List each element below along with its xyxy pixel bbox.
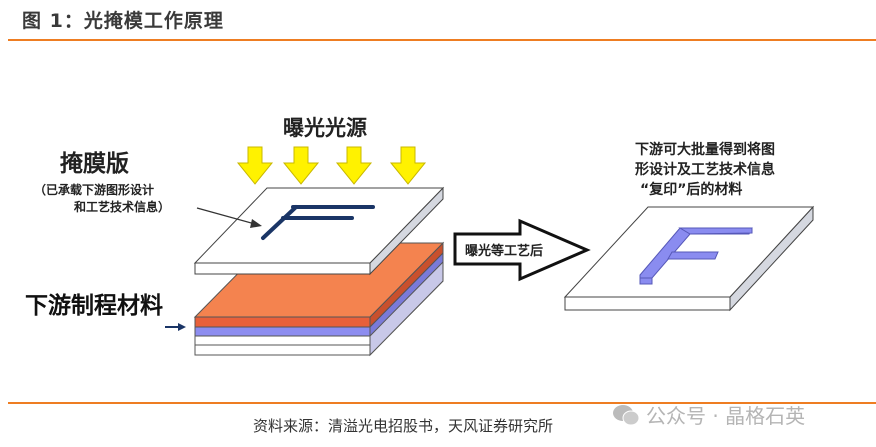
pointer-arrowhead-icon — [250, 219, 262, 228]
figure-title: 图 1：光掩模工作原理 — [22, 10, 224, 32]
mask-pointer-line — [196, 207, 256, 225]
mask-label: 掩膜版 — [60, 150, 129, 177]
result-text-line2: 形设计及工艺技术信息 — [635, 161, 775, 178]
mask-note-line2: 和工艺技术信息） — [73, 199, 170, 214]
watermark: 公众号 · 晶格石英 — [612, 400, 805, 429]
mask-f-pattern — [261, 205, 375, 240]
source-note: 资料来源：清溢光电招股书，天风证券研究所 — [253, 417, 554, 435]
down-arrow-icon — [389, 146, 427, 185]
watermark-text: 公众号 · 晶格石英 — [646, 404, 806, 428]
bottom-divider — [8, 402, 876, 404]
result-text-line1: 下游可大批量得到将图 — [635, 141, 775, 158]
material-label: 下游制程材料 — [25, 292, 163, 319]
process-arrow-label: 曝光等工艺后 — [465, 243, 543, 259]
down-arrow-icon — [335, 146, 373, 185]
down-arrow-icon — [236, 146, 274, 185]
result-plate — [563, 205, 815, 312]
mask-note-line1: （已承载下游图形设计 — [34, 182, 154, 197]
wechat-icon — [613, 404, 640, 425]
relief-f-pattern — [639, 227, 753, 285]
down-arrow-icon — [282, 146, 320, 185]
exposure-light-arrows — [236, 146, 427, 185]
material-arrowhead-icon — [178, 323, 186, 331]
result-text-line3: “复印”后的材料 — [640, 181, 742, 198]
light-source-label: 曝光光源 — [283, 116, 367, 140]
process-arrow-icon — [453, 218, 591, 282]
mask-plate — [193, 186, 445, 276]
top-divider — [8, 39, 876, 41]
